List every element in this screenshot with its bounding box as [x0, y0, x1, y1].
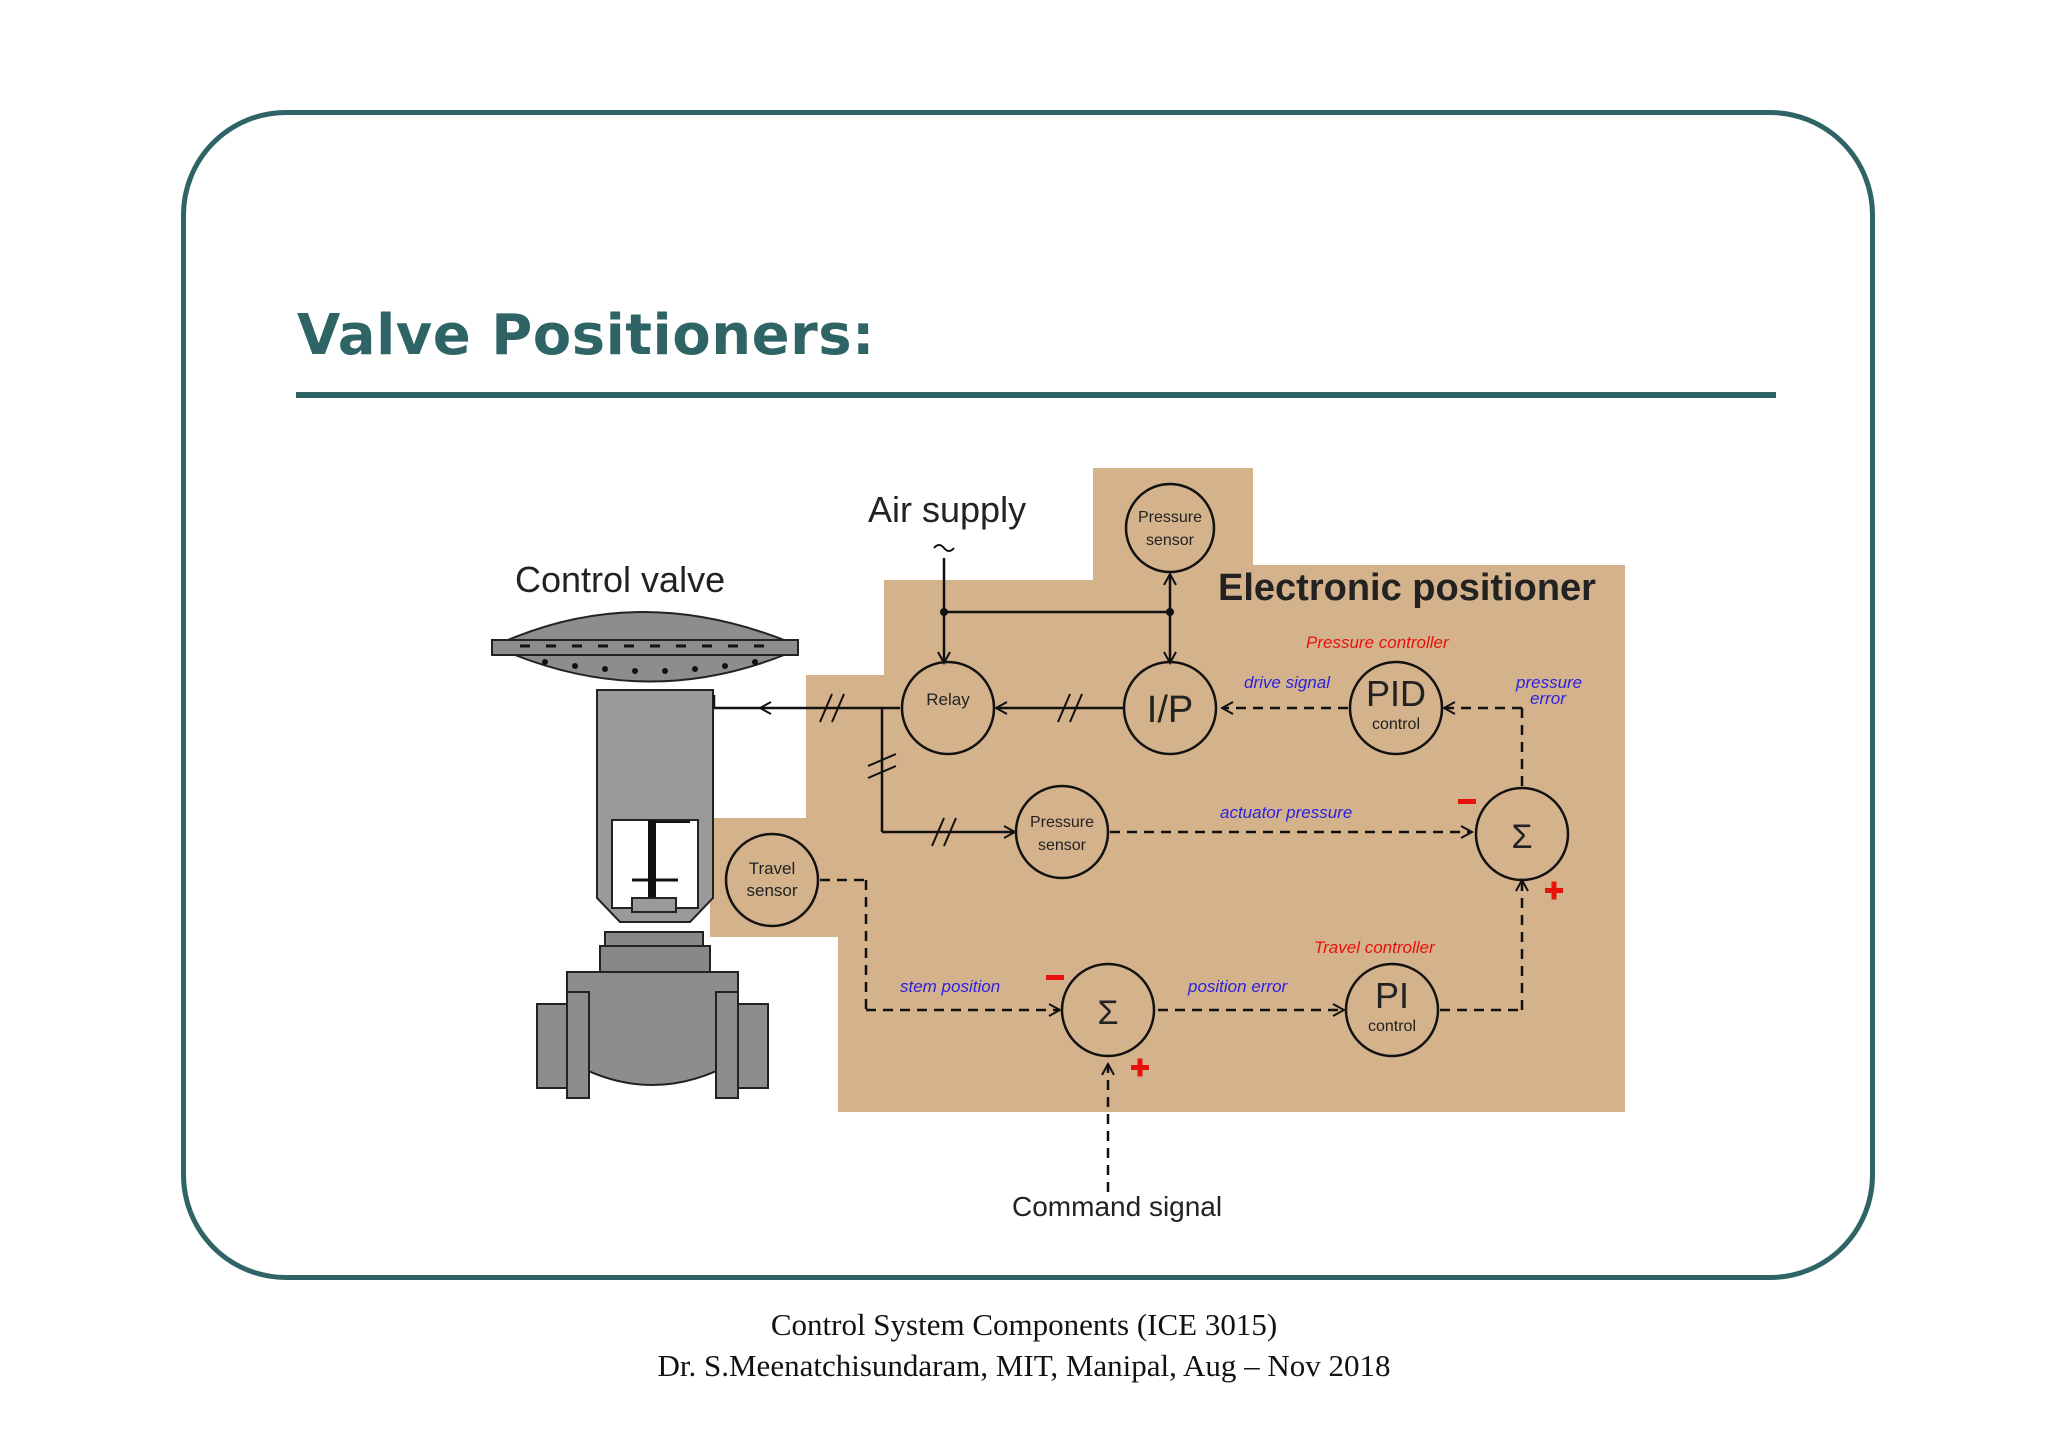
command-signal-label: Command signal [1012, 1191, 1222, 1222]
travel-sensor-node [724, 832, 820, 928]
actuator-pressure-label: actuator pressure [1220, 803, 1352, 822]
drive-signal-label: drive signal [1244, 673, 1331, 692]
sign-markers [1046, 799, 1563, 1077]
pressure-sensor-mid-label-1: Pressure [1030, 814, 1094, 831]
stem-position-label: stem position [900, 977, 1000, 996]
pressure-sensor-top-node [1124, 482, 1216, 574]
pressure-sensor-top-label-1: Pressure [1138, 509, 1202, 526]
footer-author: Dr. S.Meenatchisundaram, MIT, Manipal, A… [657, 1348, 1391, 1383]
pi-node [1344, 962, 1440, 1058]
pressure-error-label-2: error [1530, 689, 1567, 708]
position-error-label: position error [1187, 977, 1289, 996]
footer-course: Control System Components (ICE 3015) [770, 1307, 1278, 1342]
ip-node [1122, 660, 1218, 756]
sum-position-node [1060, 962, 1156, 1058]
relay-node [900, 660, 996, 756]
pressure-sensor-mid-node [1014, 784, 1110, 880]
slide-frame [181, 110, 1875, 1280]
sum-pressure-node [1474, 786, 1570, 882]
ip-label: I/P [1147, 689, 1193, 731]
pi-control-label: control [1368, 1018, 1416, 1035]
pressure-sensor-mid-label-2: sensor [1038, 837, 1087, 854]
sum-position-symbol: Σ [1097, 994, 1118, 1032]
pid-node [1348, 660, 1444, 756]
travel-controller-label: Travel controller [1314, 938, 1436, 957]
pressure-sensor-top-label-2: sensor [1146, 532, 1195, 549]
title-underline [296, 392, 1776, 398]
electronic-positioner-label: Electronic positioner [1218, 567, 1596, 609]
control-valve-drawing [491, 611, 799, 1099]
pressure-controller-label: Pressure controller [1306, 633, 1450, 652]
air-supply-label: Air supply [868, 489, 1026, 530]
pressure-error-label-1: pressure [1515, 673, 1582, 692]
pi-label: PI [1375, 975, 1409, 1016]
slide-title: Valve Positioners: [297, 303, 875, 368]
pid-label: PID [1366, 673, 1426, 714]
control-valve-label: Control valve [515, 559, 725, 600]
travel-sensor-label-1: Travel [749, 859, 796, 878]
travel-sensor-label-2: sensor [746, 881, 797, 900]
sum-pressure-symbol: Σ [1511, 818, 1532, 856]
positioner-background [710, 468, 1625, 1112]
relay-label: Relay [926, 690, 970, 709]
pid-control-label: control [1372, 716, 1420, 733]
